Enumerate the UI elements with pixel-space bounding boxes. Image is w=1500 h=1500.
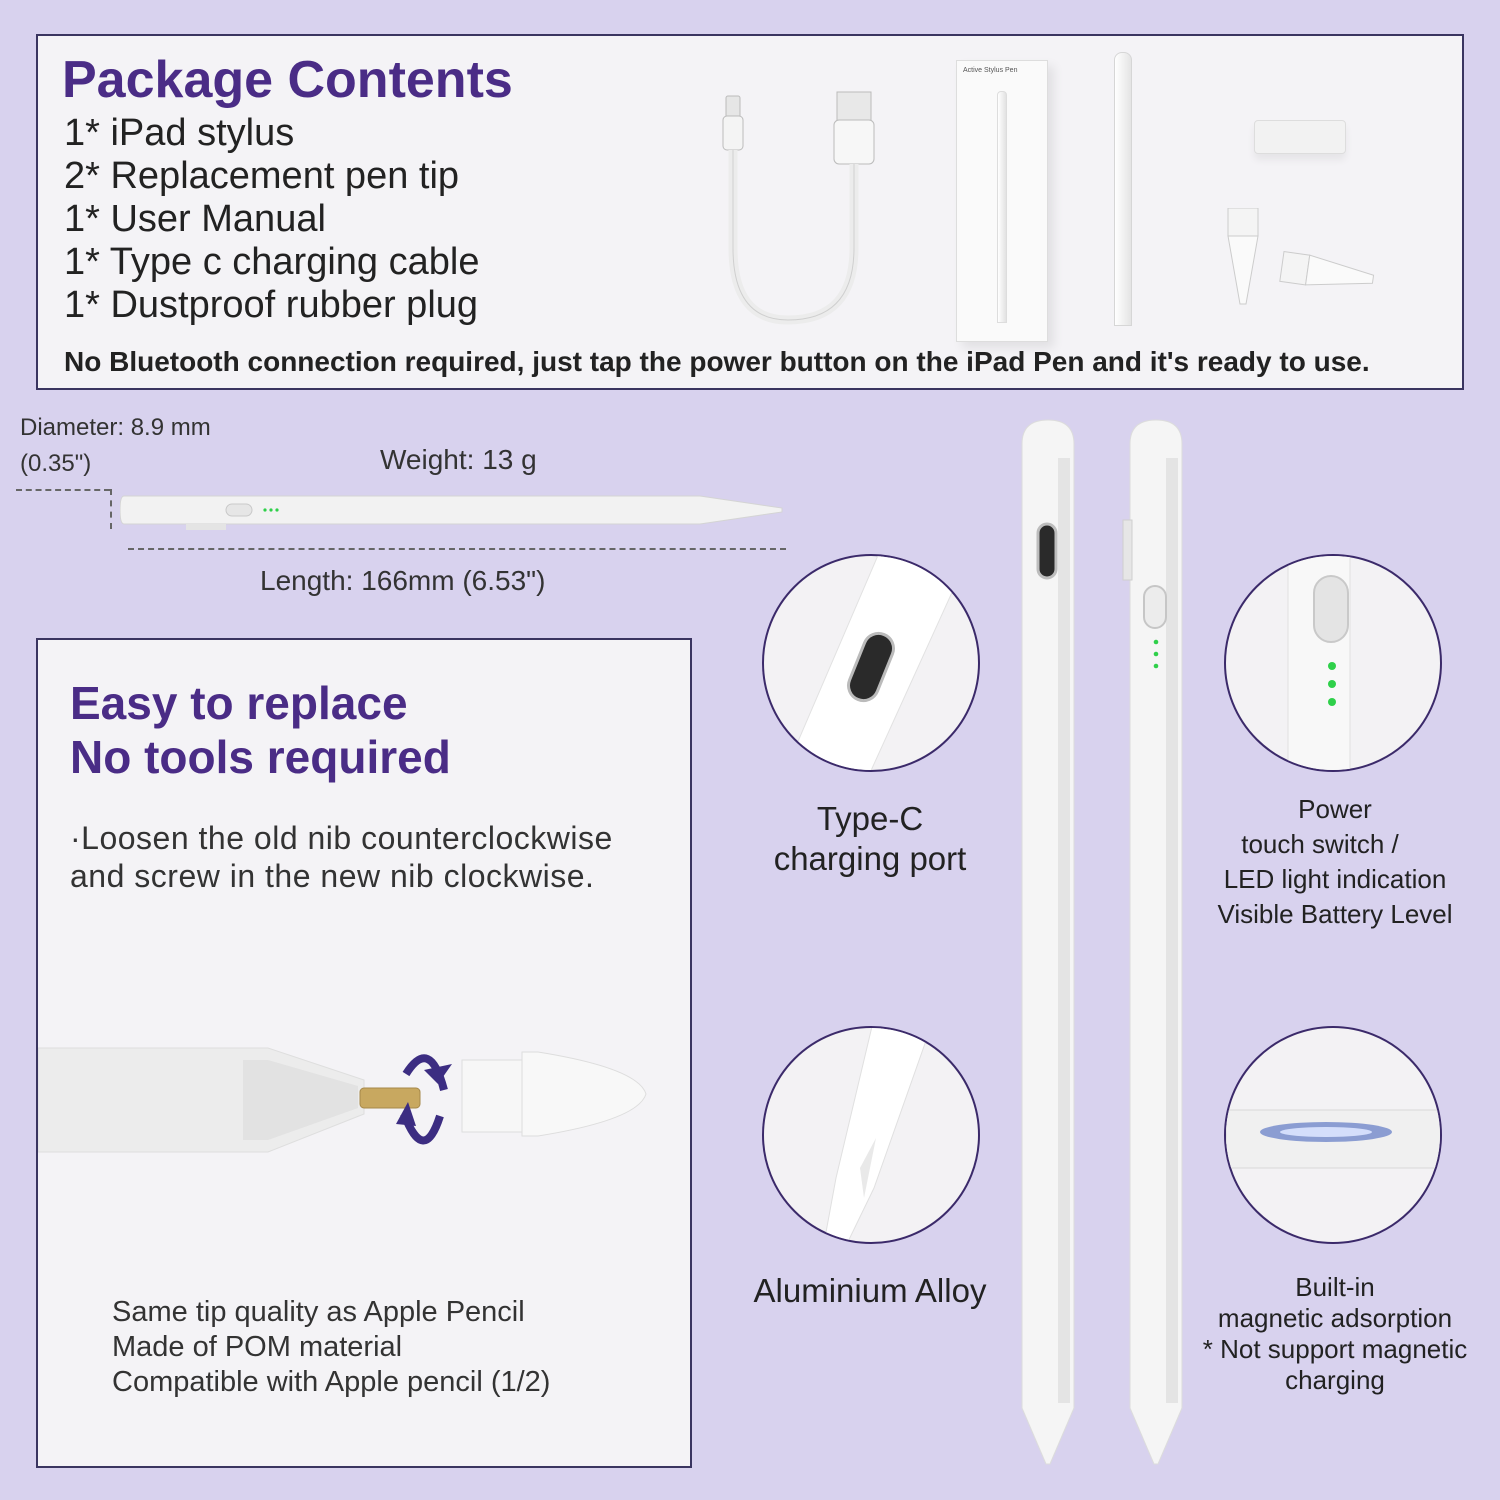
package-item: 2* Replacement pen tip — [64, 155, 460, 197]
package-item: 1* User Manual — [64, 198, 326, 240]
package-item: 1* Dustproof rubber plug — [64, 284, 479, 326]
box-label: Active Stylus Pen — [963, 67, 1018, 74]
package-title: Package Contents — [62, 51, 513, 109]
diameter-guide-line — [16, 489, 110, 491]
usb-c-cable-image — [718, 88, 908, 368]
nib-replacement-image — [38, 1024, 658, 1184]
package-note: No Bluetooth connection required, just t… — [64, 346, 1370, 377]
alloy-label: Aluminium Alloy — [753, 1272, 987, 1309]
weight-label: Weight: 13 g — [380, 444, 537, 475]
replace-desc-1: ·Loosen the old nib counterclockwise — [70, 820, 613, 856]
diameter-label: Diameter: 8.9 mm — [20, 414, 211, 441]
stylus-image — [1114, 52, 1132, 326]
magnetic-label-4: charging — [1285, 1365, 1385, 1395]
replace-feature: Compatible with Apple pencil (1/2) — [112, 1366, 551, 1398]
aluminium-alloy-closeup — [762, 1026, 980, 1244]
package-item: 1* Type c charging cable — [64, 241, 480, 283]
stylus-side-image — [1120, 418, 1190, 1468]
horizontal-stylus-image — [120, 490, 790, 534]
replace-title-1: Easy to replace — [70, 677, 408, 729]
replace-feature: Same tip quality as Apple Pencil — [112, 1296, 525, 1328]
replace-title-2: No tools required — [70, 731, 451, 783]
power-label-2: touch switch / — [1241, 829, 1399, 859]
diameter-inch-label: (0.35") — [20, 450, 92, 477]
power-label-1: Power — [1298, 794, 1372, 824]
magnetic-closeup — [1224, 1026, 1442, 1244]
replace-feature: Made of POM material — [112, 1331, 403, 1363]
power-label-4: Visible Battery Level — [1217, 899, 1453, 929]
box-pen-image — [997, 91, 1007, 323]
magnetic-label-2: magnetic adsorption — [1217, 1303, 1453, 1333]
typec-label-1: Type-C — [816, 800, 924, 837]
magnetic-label-1: Built-in — [1295, 1272, 1375, 1302]
power-label-3: LED light indication — [1223, 864, 1447, 894]
package-contents-panel: Package Contents 1* iPad stylus 2* Repla… — [36, 34, 1464, 390]
typec-port-closeup — [762, 554, 980, 772]
stylus-front-image — [1018, 418, 1078, 1468]
length-label: Length: 166mm (6.53") — [260, 565, 546, 596]
power-switch-closeup — [1224, 554, 1442, 772]
magnetic-label-3: * Not support magnetic — [1202, 1334, 1468, 1364]
replace-desc-2: and screw in the new nib clockwise. — [70, 858, 595, 894]
diameter-guide-vertical — [110, 489, 112, 529]
length-guide-line — [128, 548, 786, 550]
package-item: 1* iPad stylus — [64, 112, 295, 154]
product-box-image: Active Stylus Pen — [956, 60, 1048, 342]
dustproof-plug-image — [1254, 120, 1346, 154]
typec-label-2: charging port — [773, 840, 967, 877]
replacement-tip-image — [1226, 208, 1386, 308]
replace-panel: Easy to replace No tools required ·Loose… — [36, 638, 692, 1468]
